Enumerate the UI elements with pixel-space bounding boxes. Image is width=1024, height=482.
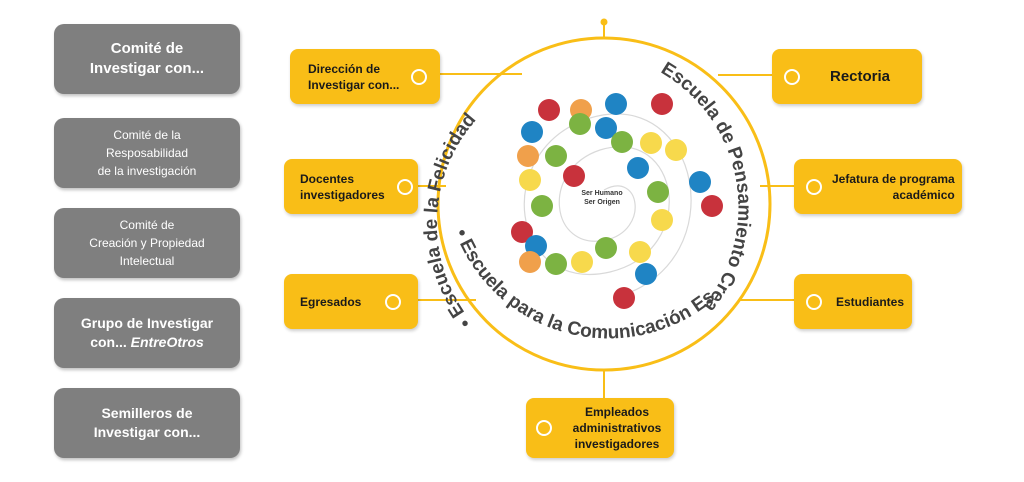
spiral-dot	[563, 165, 585, 187]
spiral-dot	[651, 209, 673, 231]
node-rectoria[interactable]: Rectoria	[772, 49, 922, 104]
node-circle-icon	[385, 293, 402, 310]
node-label: Egresados	[300, 294, 362, 309]
spiral-dot	[531, 195, 553, 217]
node-label: Rectoria	[830, 67, 891, 85]
node-label: Jefatura de programa académico	[832, 171, 955, 203]
node-label-line: Docentes	[300, 171, 355, 186]
spiral-dot	[517, 145, 539, 167]
spiral-dot	[640, 132, 662, 154]
committee-label: Grupo de Investigar	[80, 315, 214, 331]
spiral-dot	[627, 157, 649, 179]
committee-label: Semilleros de	[101, 405, 193, 421]
spiral-dot	[651, 93, 673, 115]
node-circle-icon	[536, 420, 552, 436]
spiral-dot	[605, 93, 627, 115]
spiral-dot	[613, 287, 635, 309]
spiral-dot	[647, 181, 669, 203]
node-label-line: investigadores	[300, 187, 385, 202]
node-circle-icon	[396, 178, 413, 195]
spiral-dot	[629, 241, 651, 263]
spiral-dot	[701, 195, 723, 217]
committee-label: de la investigación	[97, 164, 197, 178]
spiral-dot	[519, 169, 541, 191]
node-label-line: Investigar con...	[308, 77, 400, 92]
node-label-line: Dirección de	[308, 61, 381, 76]
committee-label: Intelectual	[119, 254, 175, 268]
committee-responsabilidad[interactable]: Comité de la Resposabilidad de la invest…	[54, 118, 240, 188]
committee-grupo[interactable]: Grupo de Investigar con... EntreOtros	[54, 298, 240, 368]
node-label: Dirección de Investigar con...	[308, 61, 399, 93]
committee-label: Investigar con...	[89, 60, 205, 77]
committee-label-italic: EntreOtros	[130, 334, 204, 350]
spiral-dot	[595, 117, 617, 139]
node-direccion[interactable]: Dirección de Investigar con...	[290, 49, 440, 104]
spiral-dot	[521, 121, 543, 143]
committee-label: Creación y Propiedad	[89, 236, 205, 250]
node-label-line: académico	[892, 187, 955, 202]
node-circle-icon	[411, 68, 428, 85]
committee-investigar[interactable]: Comité de Investigar con...	[54, 24, 240, 94]
spiral-dots	[511, 93, 723, 309]
spiral-dot	[569, 113, 591, 135]
outer-ring	[436, 36, 772, 372]
center-label: Ser Humano	[581, 190, 622, 197]
committee-label: Investigar con...	[93, 424, 201, 440]
committee-label: Resposabilidad	[105, 146, 189, 160]
spiral-dot	[571, 251, 593, 273]
node-label: Docentes investigadores	[300, 171, 385, 203]
spiral-dot	[611, 131, 633, 153]
spiral-dot	[519, 251, 541, 273]
spiral-dot	[545, 253, 567, 275]
committee-semilleros[interactable]: Semilleros de Investigar con...	[54, 388, 240, 458]
node-circle-icon	[806, 178, 822, 195]
node-label: Estudiantes	[836, 294, 905, 309]
spiral-dot	[595, 237, 617, 259]
spiral-dot	[635, 263, 657, 285]
node-label-line: Jefatura de programa	[832, 171, 955, 186]
node-label-line: administrativos	[572, 421, 662, 435]
committee-label: Comité de	[110, 40, 184, 57]
center-label: Ser Origen	[584, 199, 620, 206]
node-label-line: Empleados	[584, 405, 650, 419]
node-empleados[interactable]: Empleados administrativos investigadores	[526, 398, 674, 458]
spiral-dot	[545, 145, 567, 167]
committee-label: Comité de	[119, 218, 175, 232]
node-label: Empleados administrativos investigadores	[560, 404, 674, 452]
ring-label-felicidad: • Escuela de la Felicidad	[421, 109, 480, 332]
spiral-dot	[511, 221, 533, 243]
node-docentes[interactable]: Docentes investigadores	[284, 159, 418, 214]
spiral-dot	[538, 99, 560, 121]
committee-creacion[interactable]: Comité de Creación y Propiedad Intelectu…	[54, 208, 240, 278]
committee-label: Comité de la	[113, 128, 181, 142]
node-jefatura[interactable]: Jefatura de programa académico	[794, 159, 962, 214]
spiral-dot	[689, 171, 711, 193]
node-circle-icon	[806, 293, 822, 310]
node-estudiantes[interactable]: Estudiantes	[794, 274, 912, 329]
committee-label: con...	[90, 334, 131, 350]
node-egresados[interactable]: Egresados	[284, 274, 418, 329]
spiral-dot	[665, 139, 687, 161]
committee-label-line: con... EntreOtros	[90, 333, 204, 352]
node-circle-icon	[784, 68, 800, 85]
node-label-line: investigadores	[574, 437, 660, 451]
